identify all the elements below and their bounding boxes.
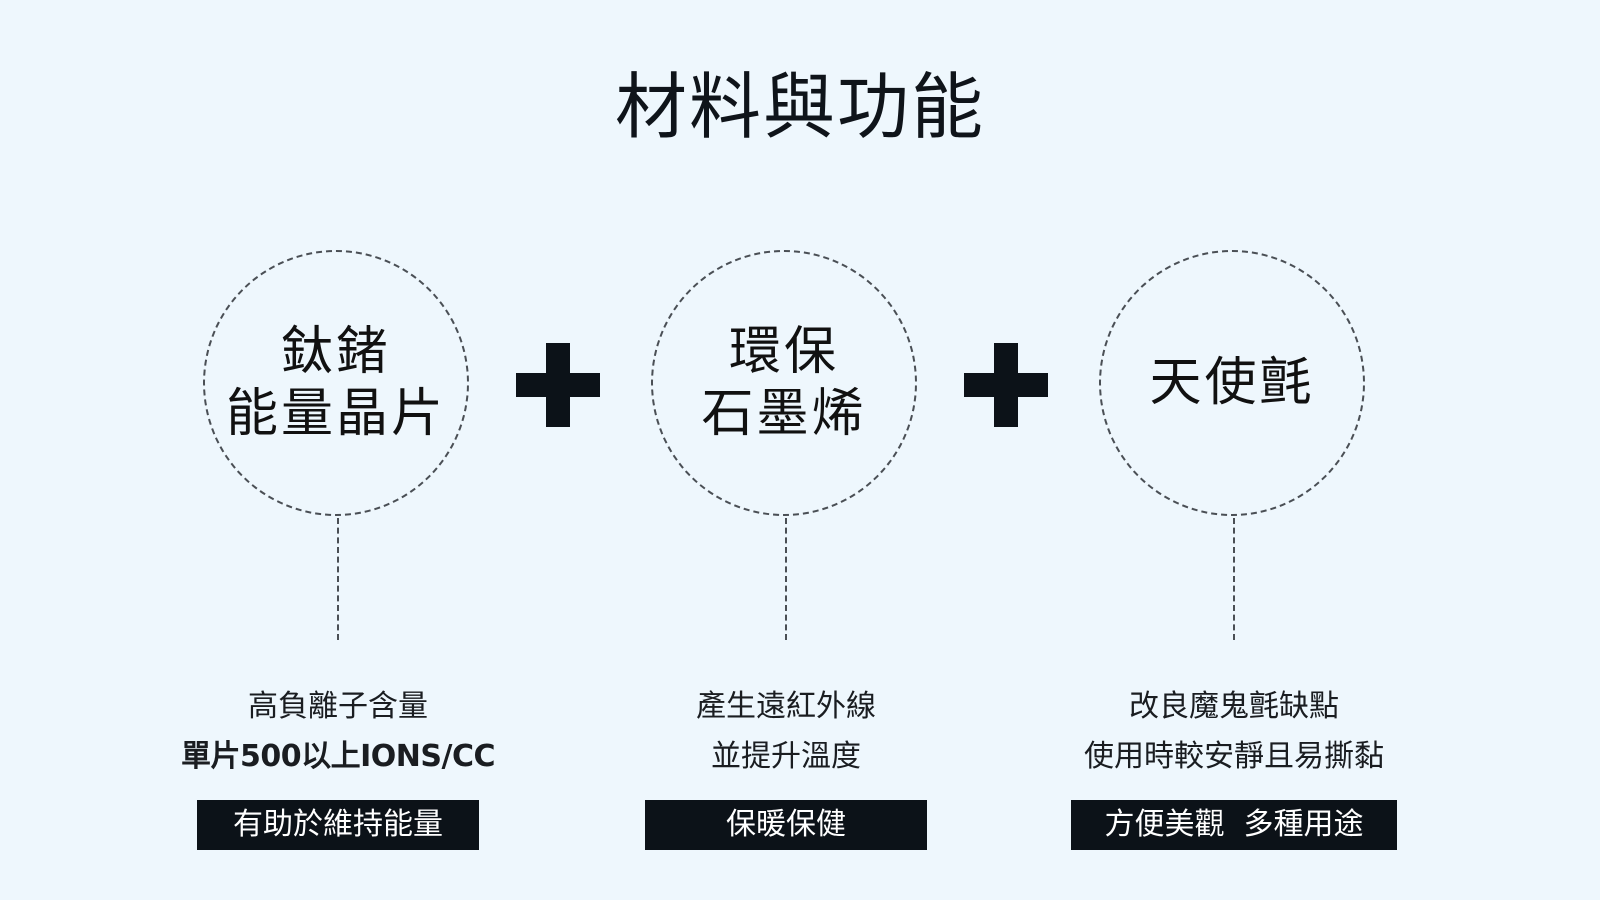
feature-description: 改良魔鬼氈缺點 使用時較安靜且易撕黏 [1054, 682, 1414, 782]
page-title: 材料與功能 [614, 65, 985, 149]
description-line: 單片500以上IONS/CC [181, 739, 496, 774]
feature-circle: 天使氈 [1099, 250, 1365, 516]
feature-column-graphene: 環保 石墨烯 產生遠紅外線 並提升溫度 保暖保健 [606, 250, 966, 850]
dashed-connector [337, 518, 339, 640]
plus-icon [516, 343, 600, 427]
description-line: 產生遠紅外線 [696, 689, 876, 724]
feature-badge: 保暖保健 [645, 800, 927, 850]
description-line: 使用時較安靜且易撕黏 [1084, 739, 1384, 774]
feature-column-angel-felt: 天使氈 改良魔鬼氈缺點 使用時較安靜且易撕黏 方便美觀 多種用途 [1054, 250, 1414, 850]
dashed-connector [1233, 518, 1235, 640]
circle-heading-line: 鈦鍺 [280, 322, 391, 382]
circle-heading-line: 石墨烯 [701, 384, 867, 444]
description-line: 高負離子含量 [248, 689, 428, 724]
feature-description: 產生遠紅外線 並提升溫度 [606, 682, 966, 782]
feature-description: 高負離子含量 單片500以上IONS/CC [158, 682, 518, 782]
feature-circle: 環保 石墨烯 [651, 250, 917, 516]
circle-heading-line: 環保 [728, 322, 839, 382]
circle-heading-line: 天使氈 [1149, 353, 1315, 413]
feature-badge: 方便美觀 多種用途 [1071, 800, 1397, 850]
circle-heading-line: 能量晶片 [225, 384, 446, 444]
plus-icon [964, 343, 1048, 427]
dashed-connector [785, 518, 787, 640]
feature-column-titanium-germanium: 鈦鍺 能量晶片 高負離子含量 單片500以上IONS/CC 有助於維持能量 [158, 250, 518, 850]
description-line: 改良魔鬼氈缺點 [1129, 689, 1339, 724]
feature-circle: 鈦鍺 能量晶片 [203, 250, 469, 516]
description-line: 並提升溫度 [711, 739, 861, 774]
feature-badge: 有助於維持能量 [197, 800, 479, 850]
